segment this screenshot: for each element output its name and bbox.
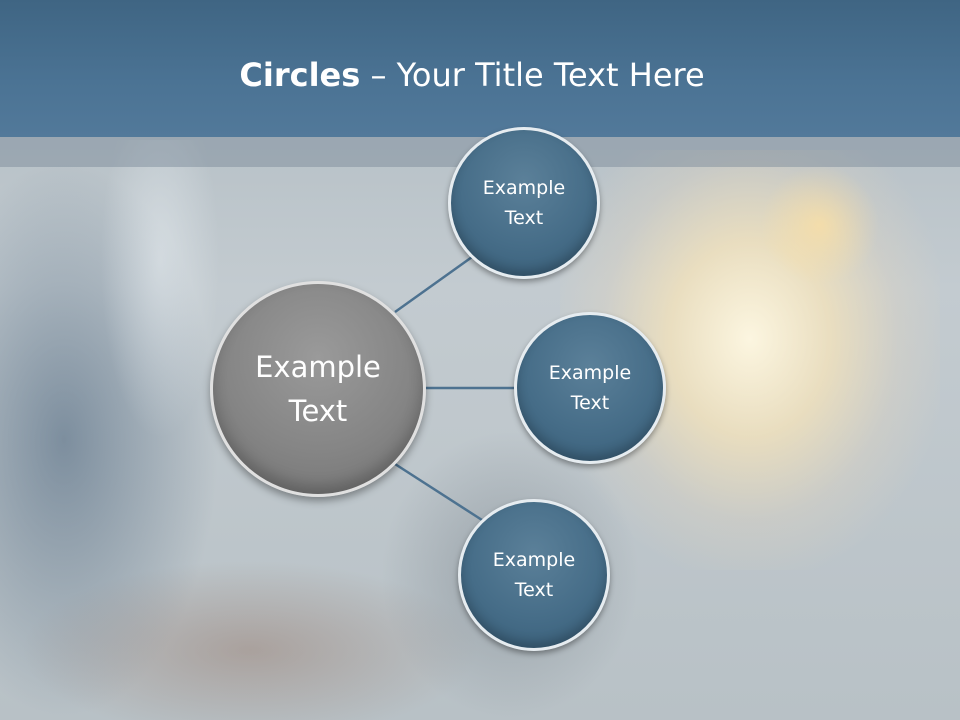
background-spark-cluster <box>760 165 880 285</box>
slide-title: Circles – Your Title Text Here <box>0 52 944 98</box>
background-figure-arm <box>100 140 220 440</box>
circle-node-top: Example Text <box>448 127 600 279</box>
background-warm-glow <box>20 560 480 720</box>
connector-line-bottom <box>394 462 483 522</box>
slide-title-rest: – Your Title Text Here <box>360 56 705 94</box>
circle-node-middle: Example Text <box>514 312 666 464</box>
center-circle-label: Example Text <box>255 350 381 428</box>
circle-node-middle-label: Example Text <box>548 362 632 414</box>
slide-title-bold: Circles <box>239 56 361 94</box>
title-bar <box>0 0 960 137</box>
circle-node-bottom: Example Text <box>458 499 610 651</box>
circle-node-bottom-label: Example Text <box>492 549 576 601</box>
center-circle: Example Text <box>210 281 426 497</box>
circle-node-top-label: Example Text <box>482 177 566 229</box>
connector-line-top <box>394 255 473 314</box>
